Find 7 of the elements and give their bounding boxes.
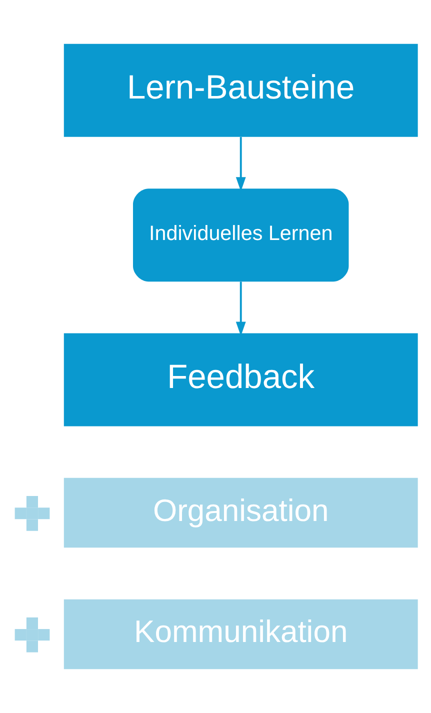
node-box: Lern-Bausteine bbox=[63, 44, 418, 137]
node-box: Organisation bbox=[63, 478, 418, 548]
node-box: Kommunikation bbox=[63, 599, 418, 670]
node-box: Individuelles Lernen bbox=[132, 188, 348, 282]
node-box: Feedback bbox=[63, 333, 418, 426]
arrow bbox=[235, 282, 246, 336]
arrow bbox=[235, 137, 246, 192]
